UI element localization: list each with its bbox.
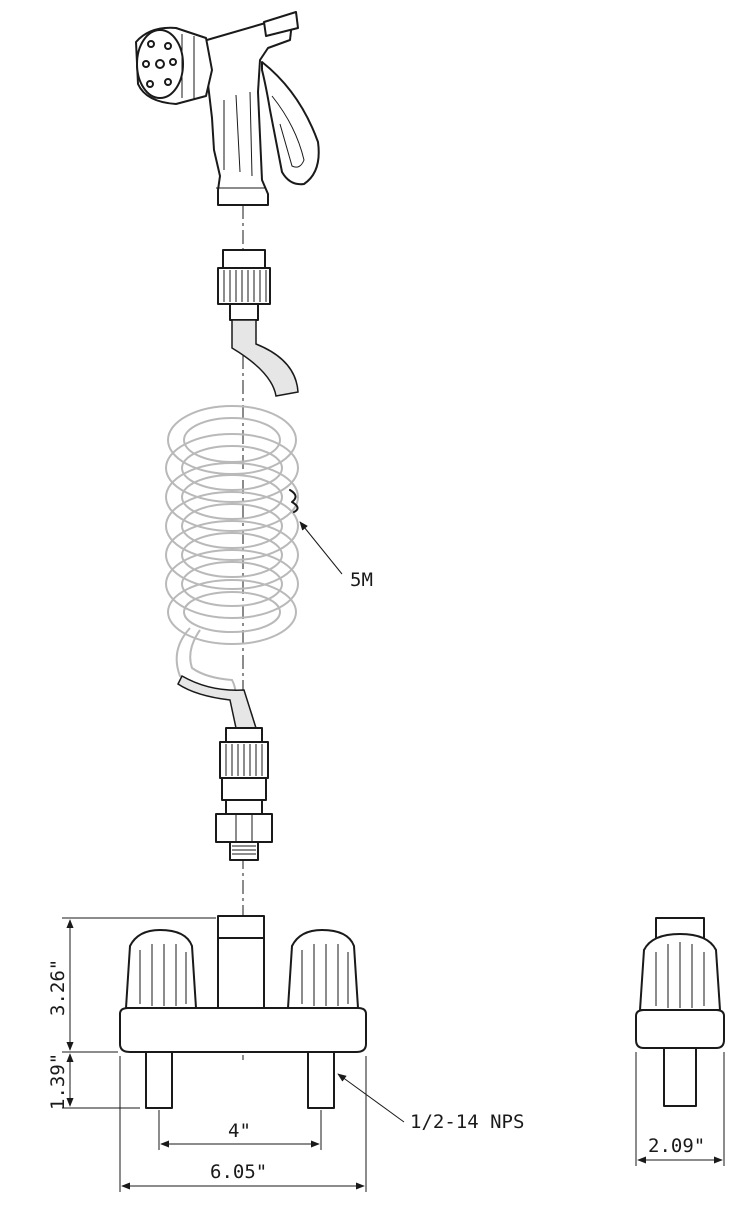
thread-spec-label: 1/2-14 NPS — [410, 1111, 524, 1133]
coiled-hose — [165, 319, 299, 729]
top-connector — [217, 249, 271, 321]
overall-width-dimension: 6.05" — [210, 1161, 267, 1183]
hose-length-label: 5M — [350, 569, 373, 591]
spread-dimension: 4" — [228, 1120, 251, 1142]
shank-height-dimension: 1.39" — [47, 1053, 69, 1110]
depth-dimension: 2.09" — [648, 1135, 705, 1157]
spray-nozzle — [135, 11, 320, 206]
faucet-front-view — [119, 915, 367, 1109]
bottom-connector — [215, 727, 273, 861]
height-dimension: 3.26" — [47, 959, 69, 1016]
faucet-side-view — [635, 917, 725, 1107]
